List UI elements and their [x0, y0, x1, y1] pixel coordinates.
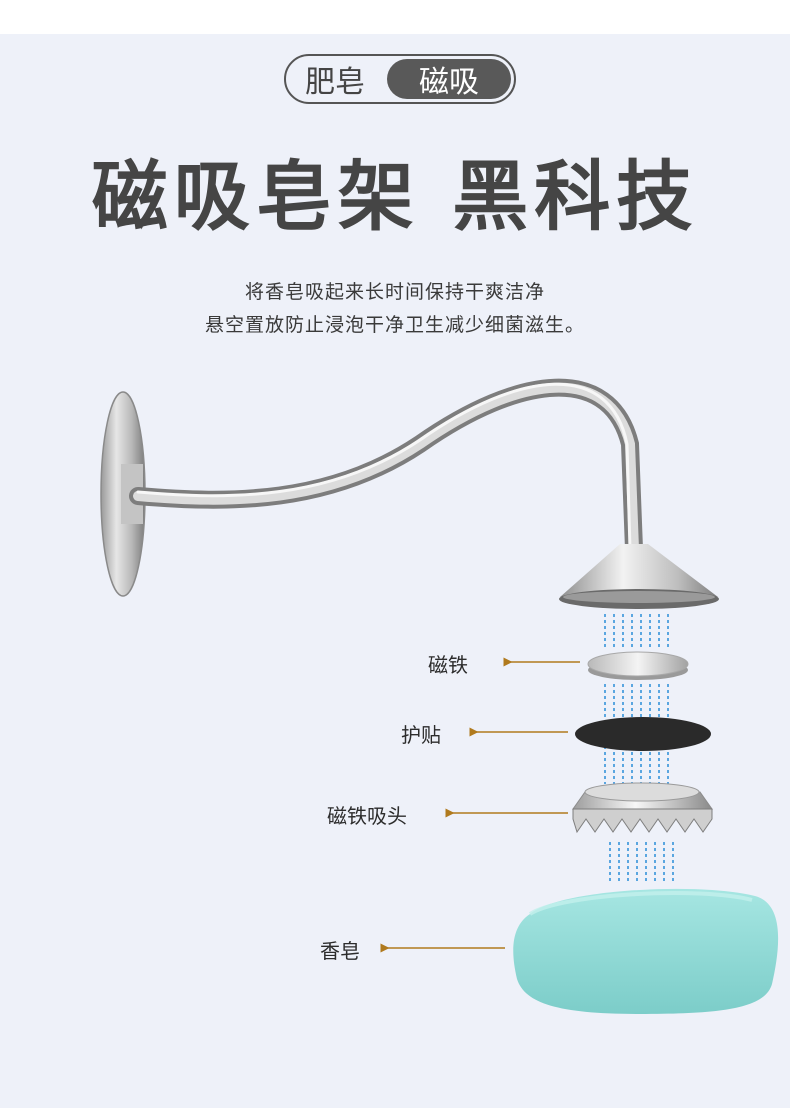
cone-holder [559, 544, 719, 609]
magnet-disc [587, 651, 689, 680]
tab-switch: 肥皂 磁吸 [284, 54, 516, 104]
headline: 磁吸皂架 黑科技 [91, 152, 699, 241]
soap-bar [513, 888, 779, 1014]
hook-rod [129, 378, 643, 558]
subtitle-line-1: 将香皂吸起来长时间保持干爽洁净 [244, 281, 545, 303]
soap-holder-diagram [100, 378, 779, 1014]
magnet-head [572, 782, 713, 834]
label-magnet-head: 磁铁吸头 [327, 804, 407, 828]
subtitle-line-2: 悬空置放防止浸泡干净卫生减少细菌滋生。 [204, 314, 585, 336]
tab-magnetic[interactable]: 磁吸 [387, 59, 511, 100]
label-arrows [380, 657, 580, 953]
label-magnet: 磁铁 [428, 653, 468, 677]
product-panel: 肥皂 磁吸 磁吸皂架 黑科技 将香皂吸起来长时间保持干爽洁净 悬空置放防止浸泡干… [0, 34, 790, 1108]
tab-soap[interactable]: 肥皂 [305, 65, 365, 100]
top-margin [0, 0, 790, 34]
protective-pad [575, 717, 711, 751]
label-pad: 护贴 [401, 723, 441, 747]
magnetic-field-lines [604, 614, 674, 884]
label-soap: 香皂 [320, 939, 360, 963]
